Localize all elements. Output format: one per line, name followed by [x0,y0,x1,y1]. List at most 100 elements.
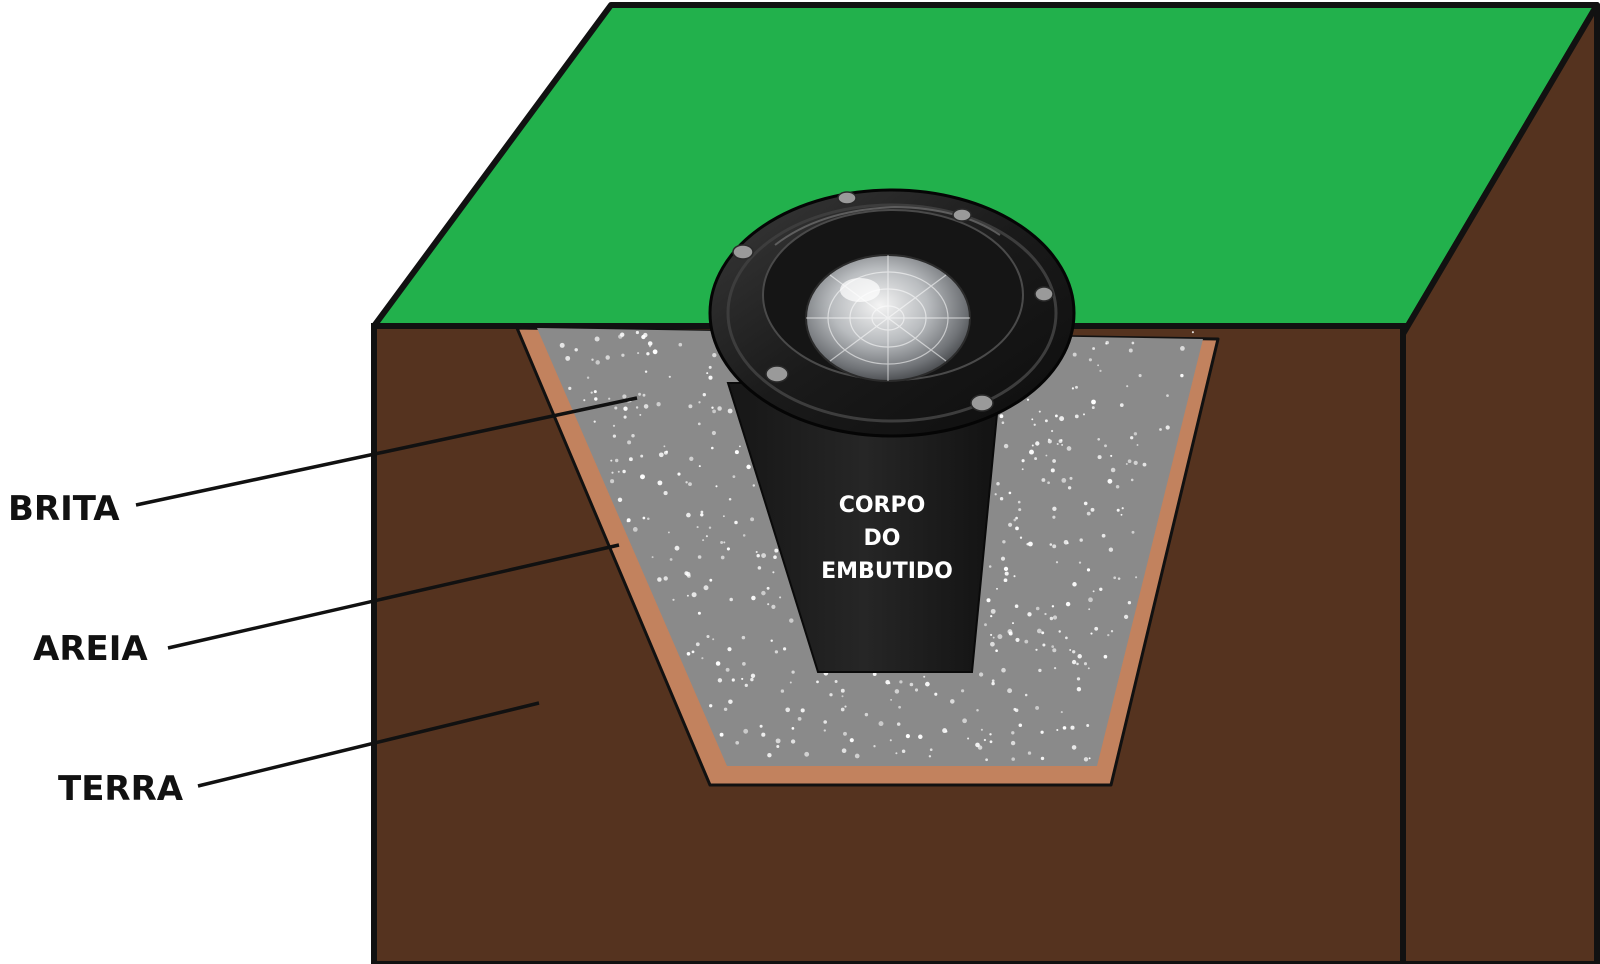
gravel-speck [711,430,716,436]
gravel-speck [761,553,767,559]
gravel-speck [1127,601,1132,605]
gravel-speck [1034,457,1038,461]
gravel-speck [1090,632,1093,635]
gravel-speck [771,604,776,609]
gravel-speck [712,352,717,358]
gravel-speck [1067,486,1072,490]
gravel-speck [804,751,810,757]
gravel-speck [1104,444,1107,448]
gravel-speck [976,708,979,712]
gravel-speck [864,712,869,717]
gravel-speck [1048,438,1050,441]
gravel-speck [691,650,695,654]
gravel-speck [1076,662,1079,666]
gravel-speck [1131,341,1135,345]
gravel-speck [1127,459,1132,464]
gravel-speck [773,555,777,559]
gravel-speck [702,393,706,397]
gravel-speck [995,649,998,653]
gravel-speck [905,734,910,739]
gravel-speck [766,586,770,590]
gravel-speck [1035,648,1038,651]
gravel-speck [1131,530,1135,534]
gravel-speck [783,647,787,651]
gravel-speck [1082,413,1086,416]
gravel-speck [841,695,844,698]
gravel-speck [710,446,714,450]
gravel-speck [1014,708,1019,713]
gravel-speck [726,547,730,551]
gravel-speck [559,342,565,348]
gravel-speck [1004,571,1009,576]
gravel-speck [984,623,987,627]
gravel-speck [1035,441,1040,446]
gravel-speck [728,699,733,704]
gravel-speck [1027,612,1032,617]
gravel-speck [823,729,826,732]
gravel-speck [743,728,749,734]
gravel-speck [1165,425,1170,430]
gravel-speck [1056,442,1059,446]
gravel-speck [725,667,730,672]
gravel-speck [708,526,712,529]
gravel-speck [985,758,988,762]
gravel-speck [774,548,779,553]
gravel-speck [854,753,860,759]
gravel-speck [961,689,965,693]
gravel-speck [1024,639,1029,644]
gravel-speck [623,406,628,411]
gravel-speck [635,406,639,409]
gravel-speck [668,375,671,378]
gravel-speck [594,397,598,401]
gravel-speck [751,595,756,601]
gravel-speck [1049,543,1053,546]
gravel-speck [1003,578,1008,583]
gravel-speck [1001,421,1005,425]
gravel-speck [934,692,938,696]
gravel-speck [928,755,932,758]
gravel-speck [1038,668,1042,673]
gravel-speck [1097,437,1101,441]
gravel-speck [962,718,967,724]
gravel-speck [990,633,993,636]
gravel-speck [992,636,995,639]
gravel-speck [1040,756,1045,761]
gravel-speck [1053,666,1057,670]
gravel-speck [772,571,775,574]
gravel-speck [757,566,762,570]
gravel-speck [744,683,748,688]
gravel-speck [872,672,877,676]
gravel-speck [1035,606,1040,611]
gravel-speck [611,471,614,474]
gravel-speck [719,732,724,737]
gravel-speck [639,413,642,416]
gravel-speck [1061,478,1067,483]
gravel-speck [942,728,948,734]
gravel-speck [1108,547,1114,552]
gravel-speck [669,558,673,561]
gravel-speck [983,738,987,742]
gravel-speck [1014,604,1019,608]
gravel-speck [834,680,838,683]
gravel-speck [885,679,890,685]
gravel-speck [918,734,923,740]
gravel-speck [1094,626,1099,631]
gravel-speck [1026,398,1030,401]
gravel-speck [712,409,716,414]
gravel-speck [635,330,640,335]
gravel-speck [1062,726,1067,730]
gravel-speck [789,618,794,623]
gravel-speck [840,688,845,693]
gravel-speck [1065,601,1071,607]
gravel-speck [988,565,992,568]
gravel-speck [594,336,600,342]
gravel-speck [1007,688,1013,694]
gravel-speck [1090,507,1095,512]
gravel-speck [656,402,661,407]
gravel-speck [642,516,646,520]
gravel-speck [686,512,691,518]
gravel-speck [841,748,847,754]
gravel-speck [967,737,970,740]
gravel-speck [1050,468,1055,473]
gravel-speck [1065,636,1068,640]
